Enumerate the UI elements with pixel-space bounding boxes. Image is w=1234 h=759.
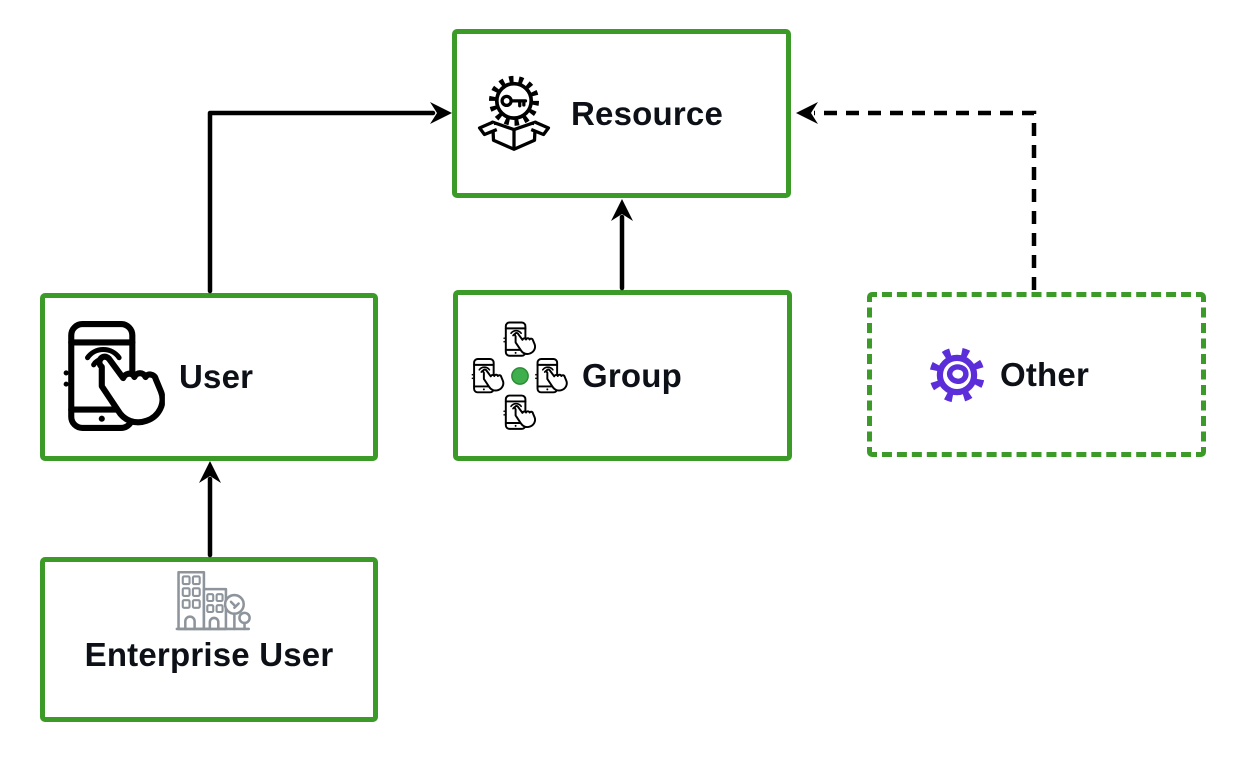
edge-group-to-resource — [611, 199, 633, 291]
edge-user-to-resource — [207, 102, 452, 294]
node-resource: Resource — [452, 29, 791, 198]
node-user-label: User — [179, 358, 254, 395]
node-enterprise-user-label: Enterprise User — [84, 636, 334, 673]
arrowhead-right-icon — [430, 102, 452, 124]
node-user: User — [40, 293, 378, 461]
arrowhead-up-icon — [611, 199, 633, 221]
node-other: Other — [867, 292, 1206, 457]
key-gear-open-box-icon — [477, 75, 551, 151]
group-center-dot — [511, 366, 529, 385]
node-enterprise-user: Enterprise User — [40, 557, 378, 722]
node-group-label: Group — [582, 356, 682, 394]
node-other-label: Other — [1000, 355, 1090, 393]
node-resource-label: Resource — [571, 94, 724, 132]
edge-other-to-resource — [796, 102, 1037, 290]
arrowhead-up-icon — [199, 461, 221, 483]
node-group: Group — [453, 290, 792, 461]
arrowhead-left-icon — [796, 102, 818, 124]
phone-group-cluster-icon — [470, 320, 568, 430]
gear-icon — [929, 346, 985, 403]
phone-tap-icon — [63, 320, 165, 434]
edge-enterprise-user-to-user — [199, 461, 221, 558]
buildings-tree-icon — [175, 570, 251, 631]
